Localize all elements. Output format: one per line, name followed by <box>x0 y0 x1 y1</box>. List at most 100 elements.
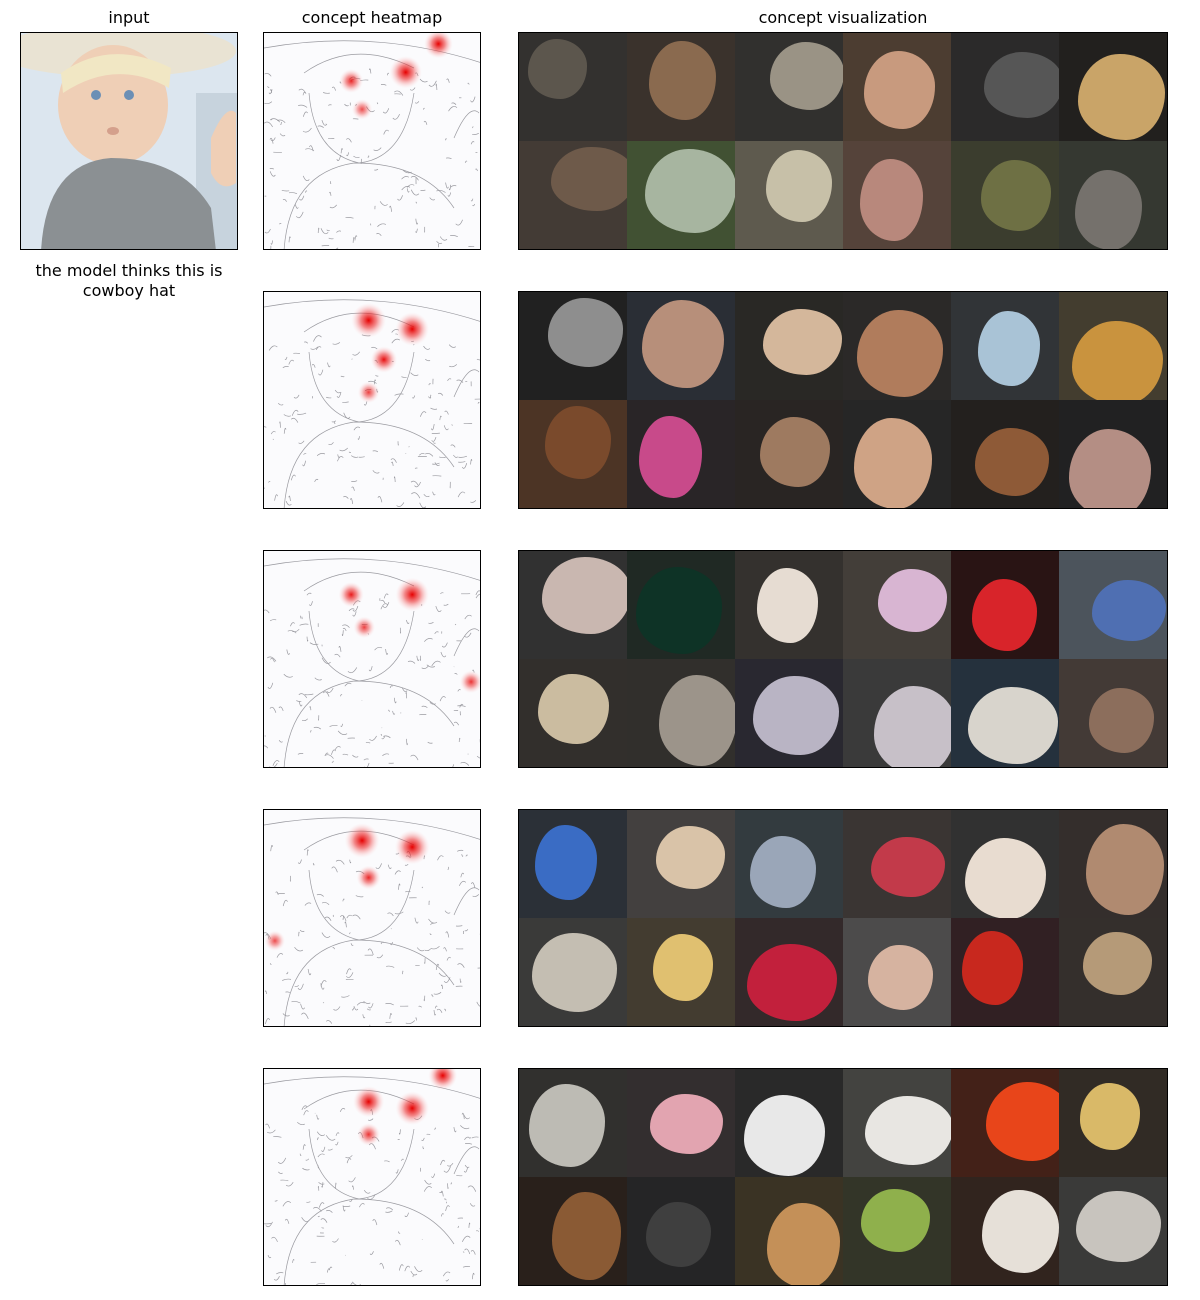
highlighted-region <box>1071 321 1163 400</box>
heat-spot <box>338 582 364 608</box>
heat-spot <box>344 823 380 858</box>
concept-tile <box>519 33 627 141</box>
highlighted-region <box>766 149 833 222</box>
concept-tile <box>1059 141 1167 249</box>
highlighted-region <box>645 148 735 233</box>
concept-tile <box>627 810 735 918</box>
highlighted-region <box>551 147 627 212</box>
concept-tile <box>843 1069 951 1177</box>
highlighted-region <box>968 687 1058 764</box>
highlighted-region <box>961 930 1024 1006</box>
highlighted-region <box>1079 1083 1140 1150</box>
highlighted-region <box>750 835 816 909</box>
concept-tile <box>1059 659 1167 767</box>
highlighted-region <box>1082 932 1152 995</box>
highlighted-region <box>756 568 819 643</box>
concept-tile <box>1059 810 1167 918</box>
highlighted-region <box>877 569 947 632</box>
highlighted-region <box>656 826 726 889</box>
concept-tile <box>1059 551 1167 659</box>
highlighted-region <box>548 298 623 367</box>
concept-tile <box>519 551 627 659</box>
concept-visualization-grid <box>518 550 1168 768</box>
concept-heatmap <box>263 291 481 509</box>
concept-tile <box>951 918 1059 1026</box>
concept-tile <box>519 1069 627 1177</box>
heat-spot <box>395 577 430 612</box>
heat-spot <box>370 346 398 373</box>
concept-tile <box>735 1069 843 1177</box>
concept-tile <box>627 659 735 767</box>
highlighted-region <box>541 557 627 635</box>
heat-spot <box>389 56 422 89</box>
concept-tile <box>951 551 1059 659</box>
concept-visualization-grid <box>518 809 1168 1027</box>
highlighted-region <box>1078 53 1165 140</box>
heat-spot <box>395 312 430 346</box>
concept-tile <box>951 1069 1059 1177</box>
concept-tile <box>843 400 951 508</box>
highlighted-region <box>528 1084 606 1168</box>
concept-tile <box>627 33 735 141</box>
highlighted-region <box>544 406 611 479</box>
concept-tile <box>843 141 951 249</box>
child-photo-illustration <box>21 33 237 249</box>
concept-tile <box>1059 1069 1167 1177</box>
concept-visualization-grid <box>518 1068 1168 1286</box>
concept-tile <box>519 292 627 400</box>
highlighted-region <box>769 41 843 110</box>
heat-spot <box>356 865 381 890</box>
concept-tile <box>843 918 951 1026</box>
highlighted-region <box>982 1189 1059 1274</box>
highlighted-region <box>746 943 837 1021</box>
highlighted-region <box>874 686 951 767</box>
concept-tile <box>951 1177 1059 1285</box>
concept-visualization-grid <box>518 32 1168 250</box>
highlighted-region <box>861 1188 931 1252</box>
concept-tile <box>627 1069 735 1177</box>
concept-tile <box>627 918 735 1026</box>
highlighted-region <box>538 674 609 745</box>
highlighted-region <box>1086 824 1164 915</box>
heat-spot <box>351 99 373 120</box>
heat-spot <box>339 68 364 93</box>
concept-heatmap <box>263 809 481 1027</box>
concept-tile <box>519 918 627 1026</box>
heat-spot <box>395 1091 430 1126</box>
heat-spot <box>351 302 387 338</box>
highlighted-region <box>753 676 839 756</box>
highlighted-region <box>971 579 1038 652</box>
concept-heatmap <box>263 550 481 768</box>
highlighted-region <box>965 838 1047 918</box>
heat-spot <box>428 1069 458 1090</box>
concept-visualization-grid <box>518 291 1168 509</box>
concept-tile <box>1059 292 1167 400</box>
concept-tile <box>1059 400 1167 508</box>
concept-tile <box>627 400 735 508</box>
highlighted-region <box>642 299 725 389</box>
heatmap-title: concept heatmap <box>301 8 443 27</box>
heat-spot <box>353 616 376 639</box>
highlighted-region <box>1089 688 1155 753</box>
highlighted-region <box>659 675 735 766</box>
prediction-caption: the model thinks this is cowboy hat <box>35 261 223 300</box>
highlighted-region <box>864 1096 951 1166</box>
highlighted-region <box>535 825 597 900</box>
heat-spot <box>357 1123 381 1146</box>
concept-tile <box>843 659 951 767</box>
highlighted-region <box>857 310 944 397</box>
heat-spot <box>394 829 430 865</box>
input-image <box>20 32 238 250</box>
concept-tile <box>951 141 1059 249</box>
concept-tile <box>519 659 627 767</box>
highlighted-region <box>984 52 1059 119</box>
highlighted-region <box>1075 170 1143 249</box>
concept-tile <box>519 141 627 249</box>
highlighted-region <box>763 309 842 376</box>
concept-tile <box>1059 1177 1167 1285</box>
concept-tile <box>735 551 843 659</box>
concept-tile <box>951 810 1059 918</box>
highlighted-region <box>759 417 831 488</box>
highlighted-region <box>767 1202 840 1285</box>
concept-tile <box>519 400 627 508</box>
